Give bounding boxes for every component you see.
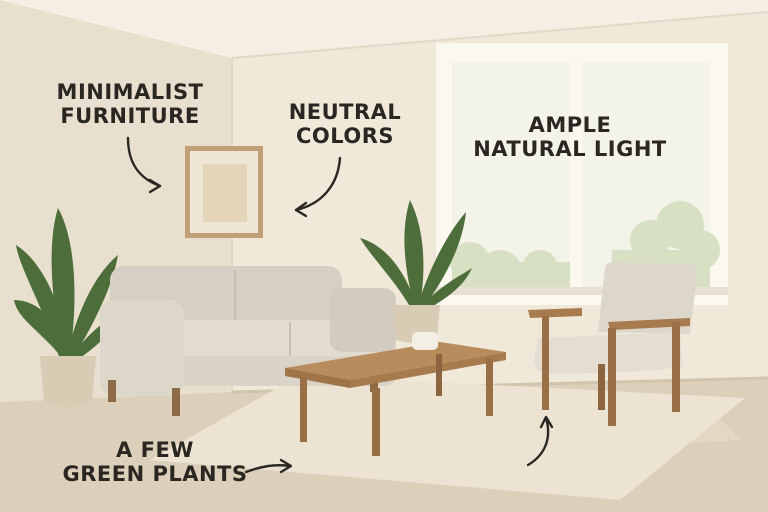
- area-rug: [150, 375, 745, 500]
- label-green-plants: A FEW GREEN PLANTS: [60, 438, 250, 486]
- ceiling: [0, 0, 768, 58]
- window: [436, 43, 728, 305]
- left-plant: [14, 208, 122, 407]
- ceiling-edge: [231, 11, 768, 59]
- label-natural-light: AMPLE NATURAL LIGHT: [470, 113, 670, 161]
- label-line: COLORS: [295, 124, 395, 148]
- outdoor-foliage: [450, 201, 720, 294]
- label-line: A FEW: [116, 438, 194, 462]
- arrow-plants: [244, 464, 292, 474]
- label-line: NATURAL LIGHT: [473, 137, 667, 161]
- label-line: AMPLE: [528, 113, 612, 137]
- annotation-arrows: [126, 136, 554, 474]
- label-minimalist-furniture: MINIMALIST FURNITURE: [50, 80, 210, 128]
- armchair: [528, 262, 698, 426]
- wall-art-frame: [185, 146, 263, 238]
- label-line: MINIMALIST: [56, 80, 204, 104]
- coffee-table: [285, 332, 506, 456]
- label-line: GREEN PLANTS: [62, 462, 248, 486]
- label-line: NEUTRAL: [288, 100, 402, 124]
- sofa: [100, 266, 396, 416]
- label-line: FURNITURE: [60, 104, 200, 128]
- candle: [412, 332, 438, 350]
- arrow-neutral: [294, 156, 342, 212]
- arrow-light: [526, 416, 550, 467]
- label-neutral-colors: NEUTRAL COLORS: [280, 100, 410, 148]
